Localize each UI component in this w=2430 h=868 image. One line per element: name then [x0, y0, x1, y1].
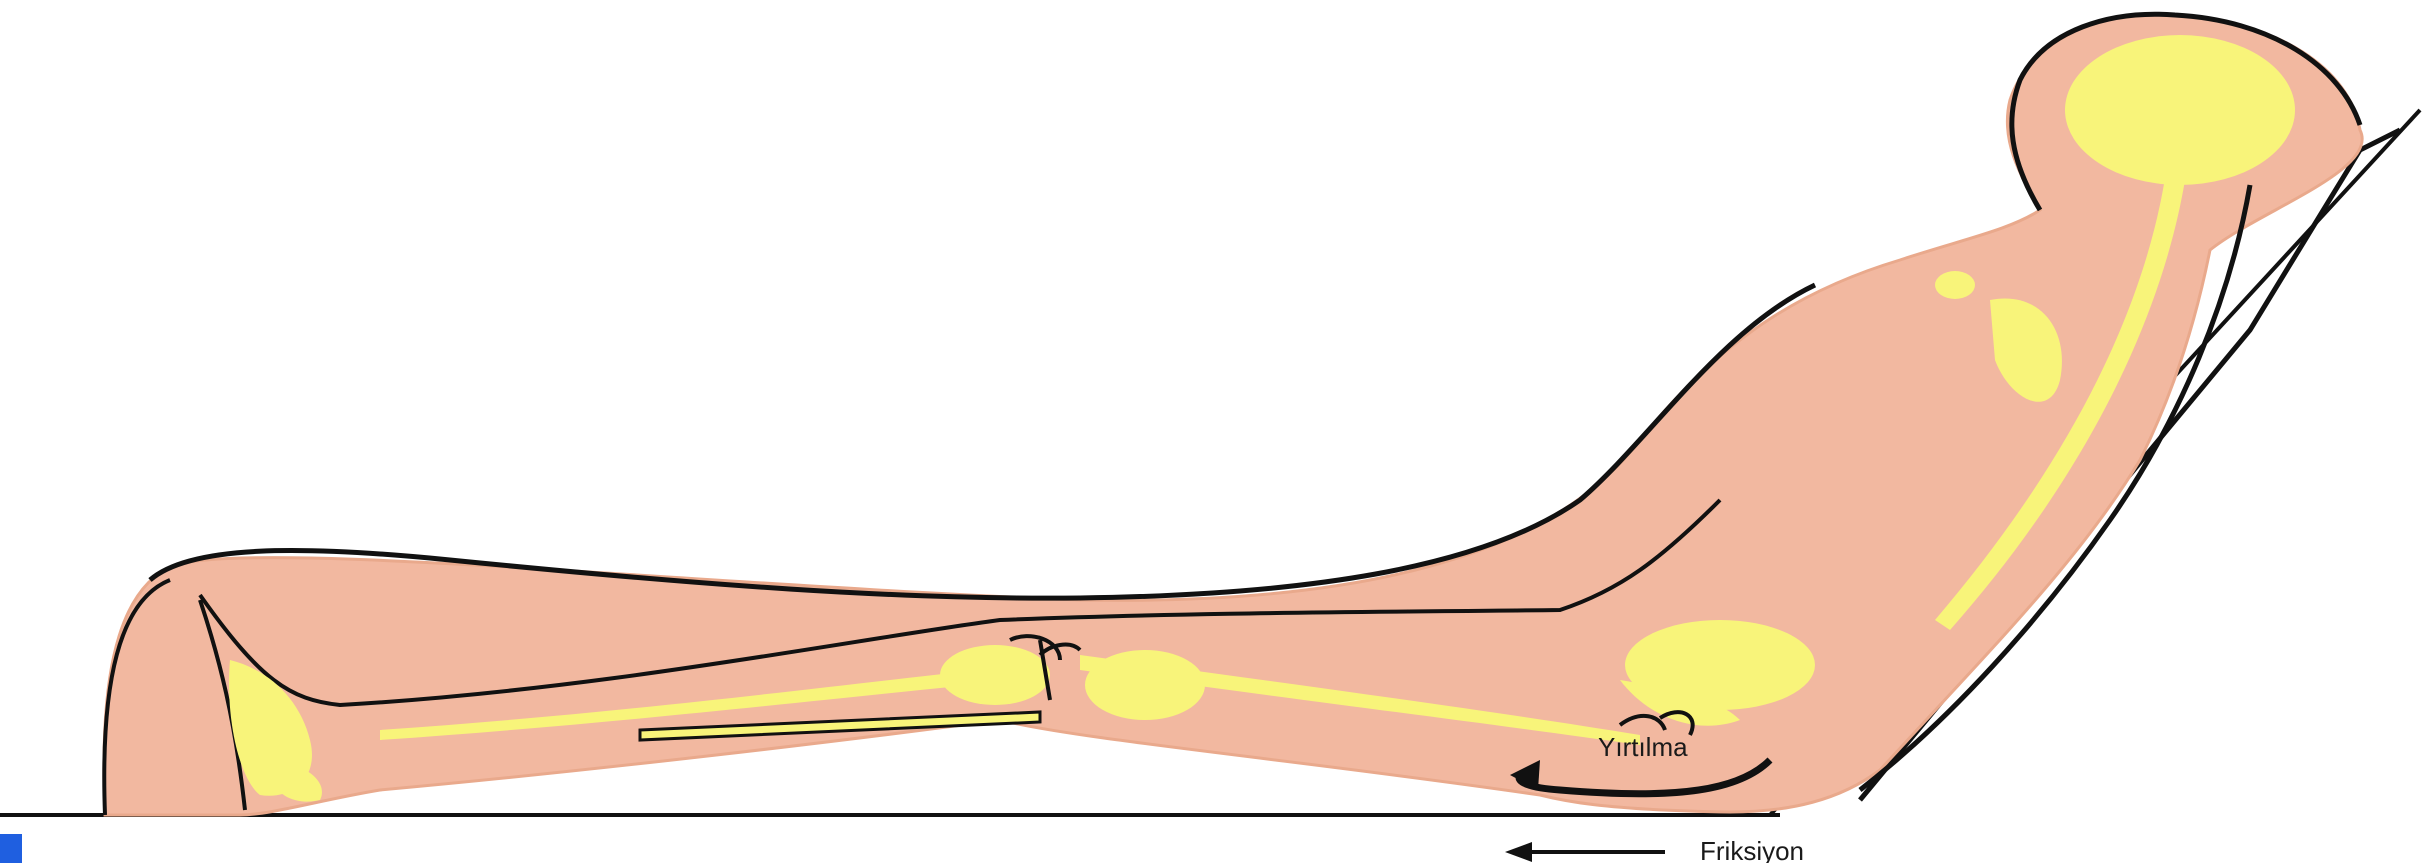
shoulder: [1935, 271, 1975, 299]
knee-joint-upper: [1085, 650, 1205, 720]
friction-arrowhead: [1505, 842, 1532, 862]
friction-label: Friksiyon: [1700, 836, 1804, 863]
tearing-label: Yırtılma: [1598, 732, 1688, 762]
corner-marker: [0, 834, 22, 863]
skull: [2065, 35, 2295, 185]
body-skin: [104, 14, 2362, 815]
